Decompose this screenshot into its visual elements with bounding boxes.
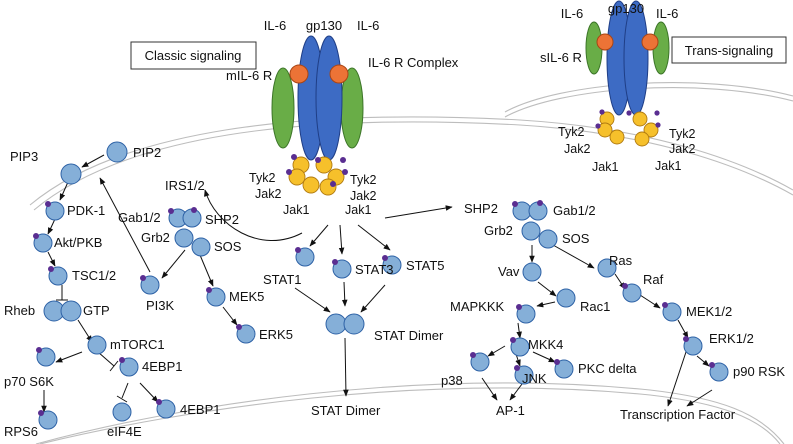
stat-pathway <box>295 247 402 335</box>
pip3-node <box>60 163 82 185</box>
trans-gp130-right <box>623 0 649 116</box>
mek5-label: MEK5 <box>229 289 264 304</box>
il6-ligand-right <box>329 64 349 84</box>
mkk4-label: MKK4 <box>528 337 563 352</box>
mil6r-left <box>271 67 295 149</box>
jak2-right-label: Jak2 <box>350 189 376 203</box>
mek12-label: MEK1/2 <box>686 304 732 319</box>
trans-membrane <box>504 82 793 118</box>
gp130-right <box>315 35 343 161</box>
pathway-arrows <box>41 154 713 413</box>
trans-jak2-left-label: Jak2 <box>564 142 590 156</box>
vav-label: Vav <box>498 264 520 279</box>
stat3-label: STAT3 <box>355 262 394 277</box>
rac1-label: Rac1 <box>580 299 610 314</box>
stat-dimer-out-label: STAT Dimer <box>311 403 381 418</box>
jak1-left-label: Jak1 <box>283 203 309 217</box>
pi3k-label: PI3K <box>146 298 175 313</box>
tf-label: Transcription Factor <box>620 407 736 422</box>
rheb-label: Rheb <box>4 303 35 318</box>
pip2-node <box>106 141 128 163</box>
jak2-left-label: Jak2 <box>255 187 281 201</box>
trans-signaling-box: Trans-signaling <box>671 36 787 64</box>
trans-jak1-right-label: Jak1 <box>655 159 681 173</box>
shp2-right-label: SHP2 <box>464 201 498 216</box>
gp130-label: gp130 <box>306 18 342 33</box>
trans-signaling-label: Trans-signaling <box>685 43 773 58</box>
tyk2-left-label: Tyk2 <box>249 171 275 185</box>
trans-receptor-complex <box>585 0 670 147</box>
eif4e-label: eIF4E <box>107 424 142 439</box>
pi3k-pathway <box>33 141 256 430</box>
tsc-label: TSC1/2 <box>72 268 116 283</box>
irs-label: IRS1/2 <box>165 178 205 193</box>
stat-dimer-label: STAT Dimer <box>374 328 444 343</box>
p38-label: p38 <box>441 373 463 388</box>
rps6-label: RPS6 <box>4 424 38 439</box>
stat1-label: STAT1 <box>263 272 302 287</box>
trans-jak2-right-label: Jak2 <box>669 142 695 156</box>
p90-label: p90 RSK <box>733 364 785 379</box>
trans-jak1-left-label: Jak1 <box>592 160 618 174</box>
jak1-right-label: Jak1 <box>345 203 371 217</box>
gtp-label: GTP <box>83 303 110 318</box>
4ebp1-b-label: 4EBP1 <box>180 402 220 417</box>
il6-receptor-complex <box>271 35 364 196</box>
il6-left-label: IL-6 <box>264 18 286 33</box>
mapk-pathway <box>470 200 729 385</box>
gab-right-label: Gab1/2 <box>553 203 596 218</box>
mil6r-label: mIL-6 R <box>226 68 272 83</box>
pip2-label: PIP2 <box>133 145 161 160</box>
p70-label: p70 S6K <box>4 374 54 389</box>
trans-tyk2-right-label: Tyk2 <box>669 127 695 141</box>
sil6r-label: sIL-6 R <box>540 50 582 65</box>
erk5-label: ERK5 <box>259 327 293 342</box>
ras-label: Ras <box>609 253 633 268</box>
pdk1-label: PDK-1 <box>67 203 105 218</box>
4ebp1-a-label: 4EBP1 <box>142 359 182 374</box>
grb2-right-label: Grb2 <box>484 223 513 238</box>
mapkkk-label: MAPKKK <box>450 299 505 314</box>
nuclear-membrane <box>35 382 785 444</box>
tyk2-right-label: Tyk2 <box>350 173 376 187</box>
trans-tyk2-left-label: Tyk2 <box>558 125 584 139</box>
il6-ligand-left <box>289 64 309 84</box>
complex-label: IL-6 R Complex <box>368 55 459 70</box>
ap1-label: AP-1 <box>496 403 525 418</box>
classic-signaling-label: Classic signaling <box>145 48 242 63</box>
il6-right-label: IL-6 <box>357 18 379 33</box>
sos-left-label: SOS <box>214 239 242 254</box>
trans-il6-right-label: IL-6 <box>656 6 678 21</box>
trans-il6-left <box>596 33 614 51</box>
trans-il6-left-label: IL-6 <box>561 6 583 21</box>
stat5-label: STAT5 <box>406 258 445 273</box>
jnk-label: JNK <box>522 371 547 386</box>
trans-gp130-label: gp130 <box>608 1 644 16</box>
gab-label: Gab1/2 <box>118 210 161 225</box>
pkc-label: PKC delta <box>578 361 637 376</box>
classic-signaling-box: Classic signaling <box>130 41 257 70</box>
mtorc1-label: mTORC1 <box>110 337 165 352</box>
akt-label: Akt/PKB <box>54 235 102 250</box>
trans-il6-right <box>641 33 659 51</box>
grb2-left-label: Grb2 <box>141 230 170 245</box>
stat-dimer-right <box>343 313 365 335</box>
sos-right-label: SOS <box>562 231 590 246</box>
shp2-left-label: SHP2 <box>205 212 239 227</box>
pip3-label: PIP3 <box>10 149 38 164</box>
erk12-label: ERK1/2 <box>709 331 754 346</box>
raf-label: Raf <box>643 272 664 287</box>
stat-dimer-left <box>325 313 347 335</box>
